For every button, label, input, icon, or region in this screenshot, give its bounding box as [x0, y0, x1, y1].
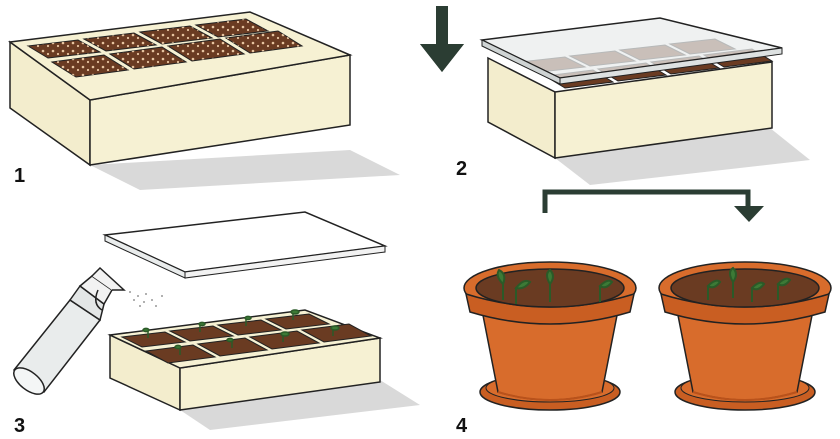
- tray-2-side: [554, 61, 773, 159]
- step-number-1: 1: [14, 165, 25, 187]
- tray-2-shadow: [555, 128, 810, 185]
- spray-bottle-icon: [12, 266, 126, 395]
- spray-mist: [129, 291, 163, 307]
- panel-3-spray-tray: 3: [12, 211, 420, 437]
- tray-1-seeds: [28, 19, 302, 77]
- tray-3-shadow: [180, 380, 420, 430]
- glass-sheet-3: [102, 211, 388, 273]
- step-number-4: 4: [456, 415, 468, 437]
- tray-1-shadow: [90, 150, 400, 190]
- seedling-icon: [496, 268, 614, 304]
- step-number-2: 2: [456, 158, 467, 180]
- tray-3-soil-cells: [120, 313, 373, 364]
- down-arrow-icon: [420, 6, 464, 72]
- step-number-3: 3: [14, 415, 25, 437]
- panel-4-pots: 4: [456, 261, 832, 437]
- panel-1-seed-tray: 1: [8, 11, 400, 190]
- tray-3-seedlings: [142, 309, 340, 355]
- elbow-arrow-icon: [542, 189, 764, 222]
- seedling-icon: [706, 266, 792, 302]
- flower-pot-2: [658, 261, 832, 411]
- panel-2-covered-tray: 2: [456, 17, 810, 185]
